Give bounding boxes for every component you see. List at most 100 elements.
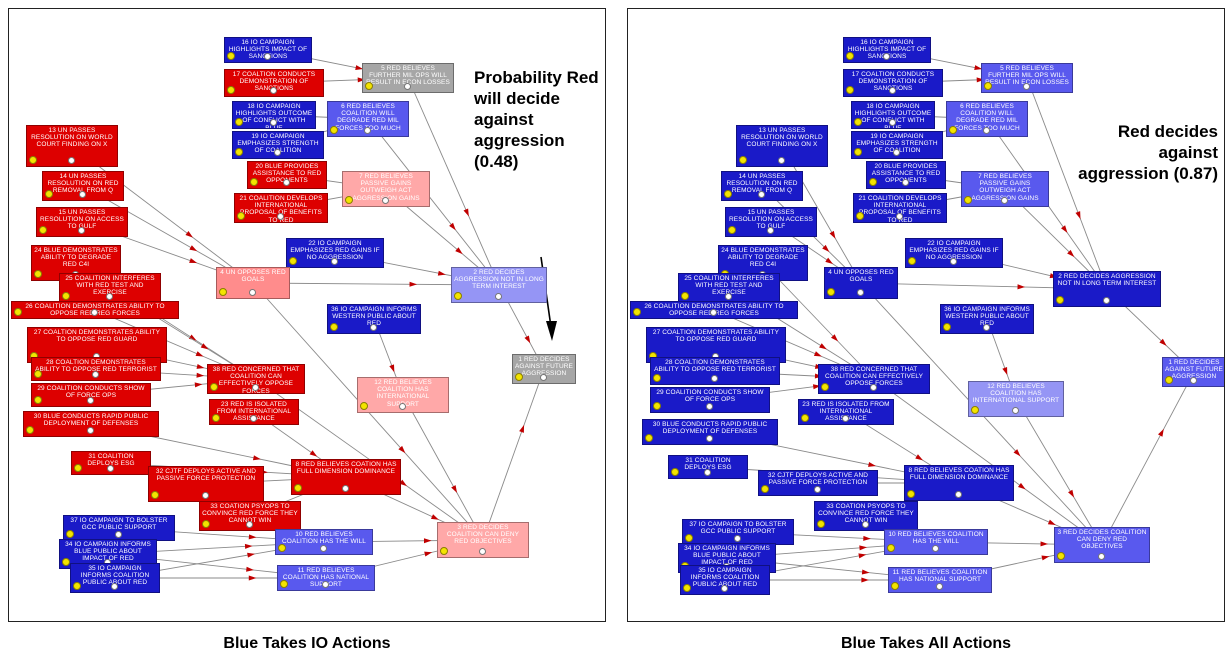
right-node-n10-yellow-dot-icon — [887, 544, 895, 552]
left-node-n25-label: 25 Coalition interferes with Red test an… — [65, 275, 155, 296]
left-node-n5-label: 5 Red believes further mil ops will resu… — [366, 65, 450, 87]
left-node-n35[interactable]: 35 IO campaign informs coalition public … — [70, 563, 160, 593]
left-node-n10-yellow-dot-icon — [278, 544, 286, 552]
left-arrowhead-n15-to-n4 — [189, 258, 198, 264]
right-node-n29-label: 29 Coalition conducts show of force ops — [656, 389, 764, 404]
right-node-n28-white-dot-icon — [711, 375, 718, 382]
left-arrowhead-n34-to-n11 — [246, 566, 254, 572]
left-arrowhead-n2-to-n1 — [524, 335, 531, 344]
left-node-n2-label: 2 Red decides aggression not in long ter… — [454, 269, 544, 291]
left-node-n31-label: 31 Coalition deploys ESG — [87, 453, 135, 468]
caption-left: Blue Takes IO Actions — [223, 635, 391, 652]
right-node-n13-yellow-dot-icon — [739, 156, 747, 164]
right-node-n32-label: 32 CJTF deploys active and passive force… — [767, 472, 869, 487]
right-node-n17-yellow-dot-icon — [846, 86, 854, 94]
left-node-n2[interactable]: 2 Red decides aggression not in long ter… — [451, 267, 547, 303]
right-node-n19[interactable]: 19 IO campaign emphasizes strength of co… — [851, 131, 943, 159]
right-node-n35-yellow-dot-icon — [683, 584, 691, 592]
right-node-n8-white-dot-icon — [955, 491, 962, 498]
left-arrowhead-n11-to-n3 — [424, 551, 433, 557]
right-node-n36-label: 36 IO campaign informs western public ab… — [944, 306, 1030, 327]
right-arrowhead-n12-to-n3 — [1068, 489, 1075, 498]
left-arrowhead-n12-to-n3 — [451, 485, 458, 493]
right-node-n20-white-dot-icon — [902, 179, 909, 186]
right-node-n18-yellow-dot-icon — [854, 118, 862, 126]
left-node-n1-yellow-dot-icon — [515, 373, 523, 381]
left-node-n5[interactable]: 5 Red believes further mil ops will resu… — [362, 63, 454, 93]
left-node-n25[interactable]: 25 Coalition interferes with Red test an… — [59, 273, 161, 303]
diagram-panel-blue-all-actions: 16 IO campaign highlights impact of sanc… — [627, 8, 1225, 622]
right-node-n7-yellow-dot-icon — [964, 196, 972, 204]
right-node-n33[interactable]: 33 Coation PSYOPs to convince Red force … — [814, 501, 918, 531]
left-node-n3-label: 3 Red decides coalition can deny Red obj… — [446, 524, 520, 546]
right-node-n11[interactable]: 11 Red believes coalition has national s… — [888, 567, 992, 593]
right-node-n4-white-dot-icon — [857, 289, 864, 296]
left-arrowhead-n24-to-n38 — [188, 334, 197, 341]
left-node-n8-white-dot-icon — [342, 485, 349, 492]
right-node-n28[interactable]: 28 Coaltion demonstrates ability to oppo… — [650, 357, 780, 385]
right-node-n8-yellow-dot-icon — [907, 490, 915, 498]
right-arrowhead-n26-to-n38 — [813, 351, 822, 357]
left-node-n26-white-dot-icon — [91, 309, 98, 316]
right-node-n19-white-dot-icon — [893, 149, 900, 156]
right-node-n38[interactable]: 38 Red concerned that coalition can effe… — [818, 364, 930, 394]
right-node-n33-label: 33 Coation PSYOPs to convince Red force … — [818, 503, 914, 525]
left-arrowhead-n13-to-n4 — [185, 231, 193, 238]
right-node-n2[interactable]: 2 Red decides aggression not in long ter… — [1053, 271, 1161, 307]
right-node-n2-white-dot-icon — [1103, 297, 1110, 304]
left-node-n20-yellow-dot-icon — [250, 178, 258, 186]
right-node-n26-yellow-dot-icon — [633, 308, 641, 316]
left-node-n30-label: 30 Blue conducts rapid public deployment… — [33, 413, 149, 428]
left-node-n29-label: 29 Coalition conducts show of force ops — [37, 385, 145, 400]
right-node-n35[interactable]: 35 IO campaign informs coalition public … — [680, 565, 770, 595]
left-node-n21-white-dot-icon — [277, 213, 284, 220]
left-node-n15-label: 15 UN passes resolution on access to gul… — [40, 209, 124, 231]
left-node-n29-yellow-dot-icon — [34, 396, 42, 404]
right-node-n8[interactable]: 8 Red believes coation has full dimensio… — [904, 465, 1014, 501]
right-node-n3-white-dot-icon — [1098, 553, 1105, 560]
left-node-n36-white-dot-icon — [370, 324, 377, 331]
left-node-n1[interactable]: 1 Red decides against future aggression — [512, 354, 576, 384]
right-node-n14-white-dot-icon — [758, 191, 765, 198]
right-node-n35-label: 35 IO campaign informs coalition public … — [690, 567, 760, 589]
right-arrowhead-n4-to-n3 — [1013, 449, 1021, 457]
left-node-n33[interactable]: 33 Coation PSYOPs to convince Red force … — [199, 501, 301, 531]
left-probability-annotation: Probability Red will decide against aggr… — [474, 68, 599, 171]
left-node-n32-label: 32 CJTF deploys active and passive force… — [155, 468, 257, 483]
left-edge-n13-to-n4 — [71, 145, 254, 284]
right-node-n25-yellow-dot-icon — [681, 292, 689, 300]
left-node-n21-yellow-dot-icon — [237, 212, 245, 220]
left-node-n7[interactable]: 7 Red believes passive gains outweigh ac… — [342, 171, 430, 207]
left-node-n18-yellow-dot-icon — [235, 118, 243, 126]
left-node-n22-yellow-dot-icon — [289, 257, 297, 265]
right-node-n23-yellow-dot-icon — [801, 414, 809, 422]
left-arrowhead-n30-to-n8 — [252, 455, 261, 461]
right-arrowhead-n6-to-n2 — [1061, 225, 1068, 233]
left-node-n6-white-dot-icon — [364, 127, 371, 134]
left-node-n7-yellow-dot-icon — [345, 196, 353, 204]
left-node-n5-white-dot-icon — [404, 83, 411, 90]
left-node-n35-label: 35 IO campaign informs coalition public … — [80, 565, 150, 587]
left-edge-n3-to-n1 — [482, 368, 545, 541]
right-arrowhead-n30-to-n8 — [868, 462, 876, 467]
right-node-n5-white-dot-icon — [1023, 83, 1030, 90]
left-arrowhead-n16-to-n5 — [355, 65, 364, 71]
right-node-n22[interactable]: 22 IO campaign emphasizes Red gains if n… — [905, 238, 1003, 268]
left-node-n28-label: 28 Coaltion demonstrates ability to oppo… — [35, 359, 157, 374]
right-node-n32-white-dot-icon — [814, 486, 821, 493]
left-node-n2-yellow-dot-icon — [454, 292, 462, 300]
right-arrowhead-n8-to-n3 — [1047, 519, 1056, 525]
right-probability-annotation: Red decides against aggression (0.87) — [1078, 122, 1218, 183]
left-node-n4-white-dot-icon — [249, 289, 256, 296]
left-arrowhead-n28-to-n38 — [196, 372, 205, 378]
right-node-n15-yellow-dot-icon — [728, 226, 736, 234]
right-node-n30-white-dot-icon — [706, 435, 713, 442]
right-node-n36-white-dot-icon — [983, 324, 990, 331]
left-edge-n14-to-n4 — [82, 185, 254, 284]
right-node-n5[interactable]: 5 Red believes further mil ops will resu… — [981, 63, 1073, 93]
left-node-n27-label: 27 Coaltion demonstrates ability to oppo… — [33, 329, 161, 344]
right-node-n2-label: 2 Red decides aggression not in long ter… — [1057, 273, 1157, 288]
right-node-n20-yellow-dot-icon — [869, 178, 877, 186]
right-arrowhead-n34-to-n10 — [859, 545, 868, 551]
left-arrowhead-n10-to-n3 — [423, 538, 432, 544]
